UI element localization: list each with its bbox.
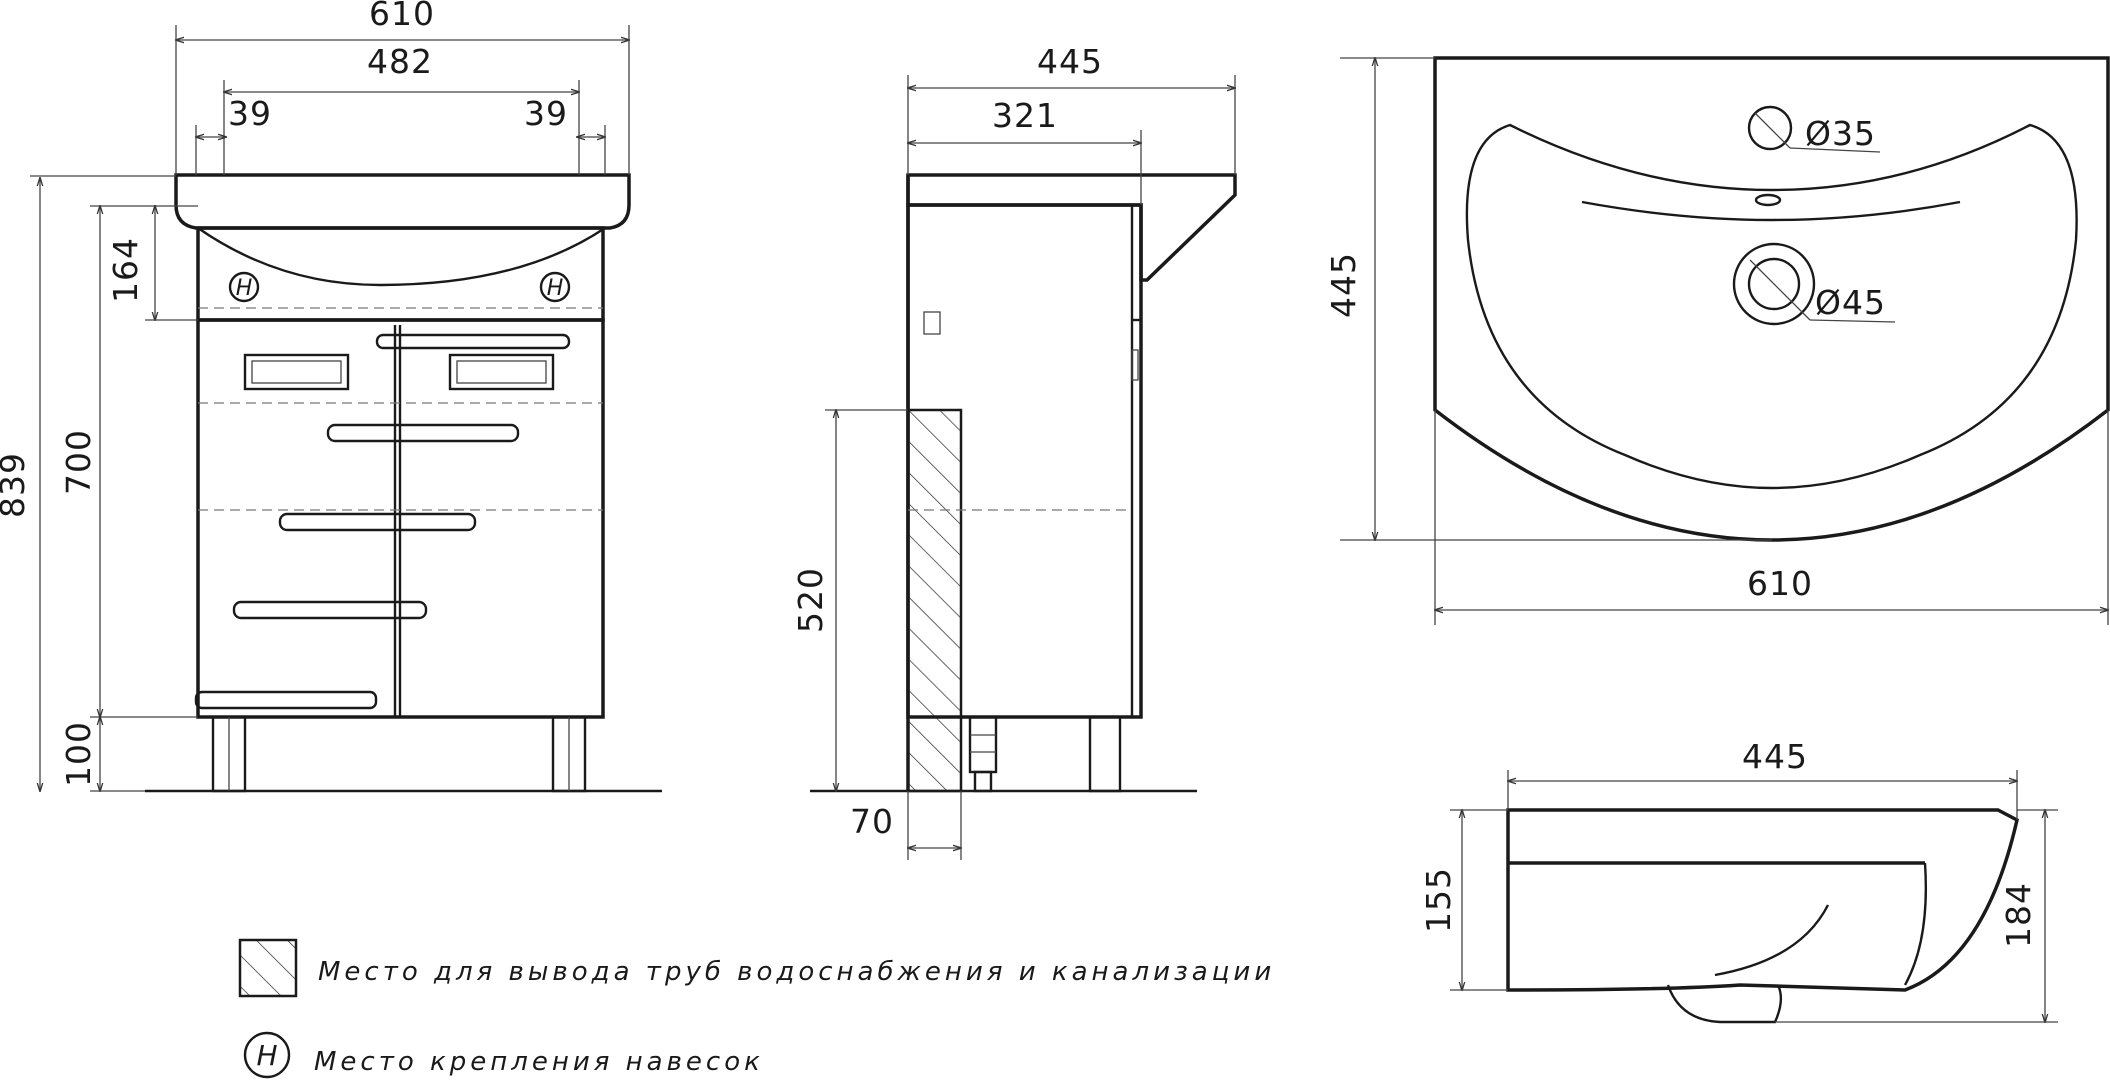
- dim-front-top-height: 164: [106, 237, 145, 303]
- legend-hanger-symbol: [243, 1031, 291, 1079]
- basin-side-outline: [1506, 808, 2020, 992]
- dim-basin-back-height: 184: [1999, 882, 2038, 948]
- dim-front-body-height: 700: [59, 429, 98, 495]
- front-shelf-1: [326, 423, 520, 443]
- hanger-marker-left: H: [228, 271, 260, 303]
- side-view: 445 321 520 70: [791, 42, 1237, 860]
- dim-front-width: 610: [369, 0, 435, 33]
- svg-text:H: H: [256, 1039, 277, 1072]
- side-cabinet: [906, 203, 1143, 719]
- dim-basin-tap-hole: Ø35: [1805, 114, 1876, 153]
- basin-side-view: 445 155 184: [1419, 737, 2058, 1024]
- dim-basin-depth: 445: [1324, 252, 1363, 318]
- basin-top-view: Ø35 Ø45 445 610: [1324, 56, 2110, 625]
- legend-hatch-label: Место для вывода труб водоснабжения и ка…: [318, 957, 1275, 987]
- legend-hatch-swatch: [238, 938, 298, 998]
- dim-front-leg-height: 100: [59, 721, 98, 787]
- dim-side-pipe-depth: 70: [850, 802, 894, 841]
- front-shelf-4: [194, 690, 378, 710]
- dim-front-left-offset: 39: [228, 94, 272, 133]
- front-shelf-3: [232, 600, 428, 620]
- basin-bowl-outline: [1465, 123, 2078, 490]
- front-view: H H 610 482: [0, 0, 662, 793]
- side-leg-front: [1088, 715, 1122, 793]
- front-basin-bowl: [197, 227, 606, 287]
- front-handle-right: [448, 353, 555, 391]
- dim-side-pipe-height: 520: [791, 567, 830, 633]
- dim-basin-width: 610: [1747, 564, 1813, 603]
- front-handle-left: [243, 353, 350, 391]
- svg-text:H: H: [547, 276, 564, 301]
- dim-front-right-offset: 39: [524, 94, 568, 133]
- legend: Место для вывода труб водоснабжения и ка…: [238, 938, 1275, 1079]
- dim-side-body-depth: 321: [992, 96, 1058, 135]
- hanger-marker-right: H: [539, 271, 571, 303]
- dim-front-inner-width: 482: [367, 42, 433, 81]
- side-pipe-zone: [906, 408, 963, 793]
- front-cabinet-top: [196, 226, 605, 322]
- front-shelf-2: [278, 512, 477, 532]
- dim-basin-front-height: 155: [1419, 867, 1458, 933]
- dim-side-depth: 445: [1037, 42, 1103, 81]
- side-leg-adjustable: [968, 715, 998, 774]
- dim-basin-drain-hole: Ø45: [1815, 283, 1886, 322]
- front-basin-outline: [174, 173, 631, 230]
- legend-hanger-label: Место крепления навесок: [314, 1047, 764, 1077]
- side-basin-outline: [906, 173, 1237, 282]
- dim-front-total-height: 839: [0, 452, 32, 518]
- tap-hole: [1747, 105, 1793, 151]
- svg-text:H: H: [236, 276, 253, 301]
- dim-basin-side-width: 445: [1742, 737, 1808, 776]
- drain-hole: [1732, 242, 1816, 326]
- basin-top-outline: [1433, 56, 2110, 542]
